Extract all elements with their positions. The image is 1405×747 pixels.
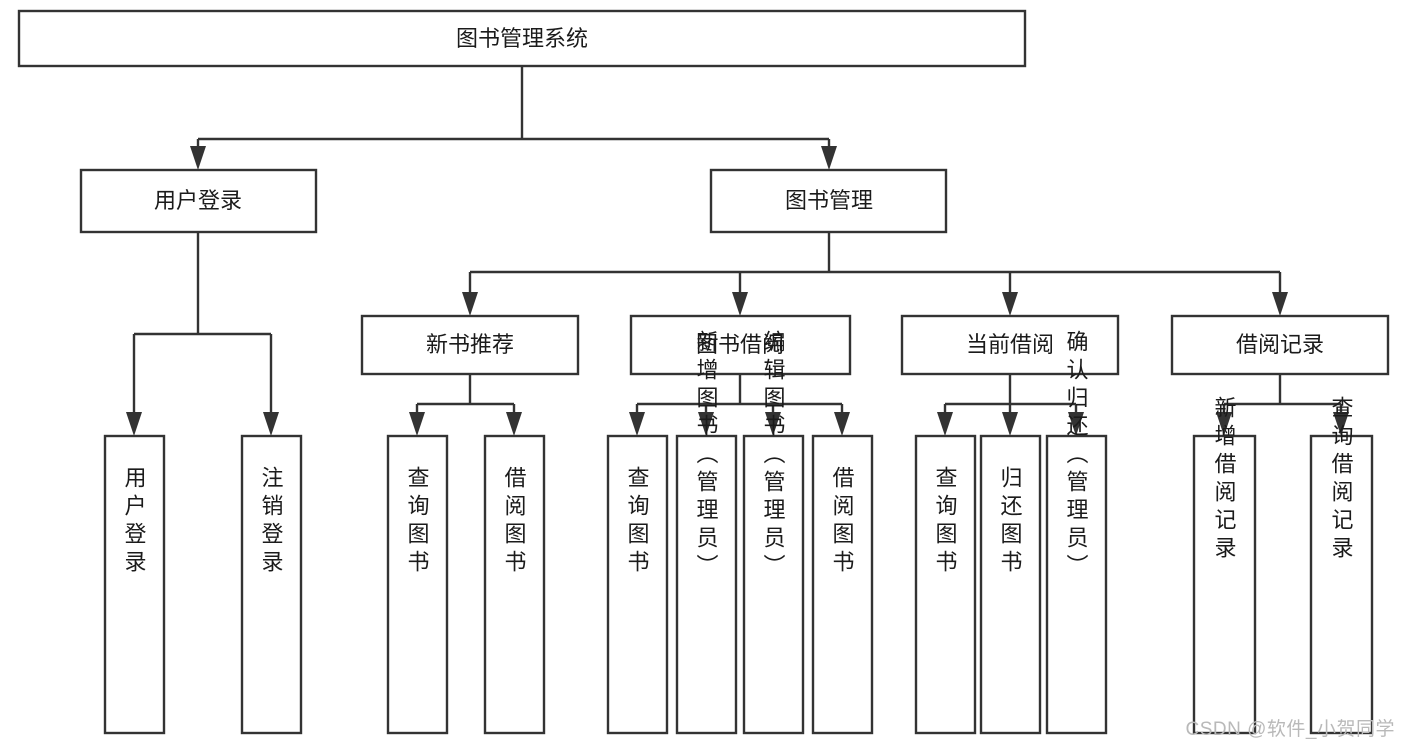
leaf-label-borrow-query: 查询图书 xyxy=(625,466,650,578)
leaf-box-add-book[interactable] xyxy=(675,434,738,735)
node-book-management-box[interactable] xyxy=(709,168,948,234)
leaf-node[interactable]: 用户登录 xyxy=(103,434,166,735)
leaf-node[interactable]: 编辑图书（管理员） xyxy=(742,330,805,735)
arrow-borrow-leaf1 xyxy=(629,412,645,436)
leaf-label-return-book: 归还图书 xyxy=(998,466,1023,578)
arrow-login-leaf2 xyxy=(263,412,279,436)
node-user-login-label: 用户登录 xyxy=(154,188,242,213)
node-new-book-recommend-label: 新书推荐 xyxy=(426,332,514,357)
leaf-box-borrow-book[interactable] xyxy=(811,434,874,735)
node-book-borrow[interactable]: 图书借阅 xyxy=(629,314,852,376)
node-borrow-record[interactable]: 借阅记录 xyxy=(1170,314,1390,376)
leaf-node[interactable]: 借阅图书 xyxy=(483,434,546,735)
leaf-label-borrow-book: 借阅图书 xyxy=(830,466,855,578)
leaf-node[interactable]: 查询图书 xyxy=(914,434,977,735)
node-book-management-label: 图书管理 xyxy=(785,188,873,213)
leaf-box-return-book[interactable] xyxy=(979,434,1042,735)
leaf-label-user-login: 用户登录 xyxy=(122,466,147,578)
arrow-bookmgmt-to-newbook xyxy=(462,292,478,316)
leaf-node[interactable]: 查询图书 xyxy=(386,434,449,735)
leaf-label-current-query: 查询图书 xyxy=(933,466,958,578)
arrow-login-leaf1 xyxy=(126,412,142,436)
leaf-box-borrow-query[interactable] xyxy=(606,434,669,735)
leaf-node[interactable]: 查询图书 xyxy=(606,434,669,735)
node-root[interactable]: 图书管理系统 xyxy=(17,9,1027,68)
node-borrow-record-label: 借阅记录 xyxy=(1236,332,1324,357)
leaf-node[interactable]: 注销登录 xyxy=(240,434,303,735)
leaf-box-newbook-borrow[interactable] xyxy=(483,434,546,735)
leaf-box-user-login[interactable] xyxy=(103,434,166,735)
node-borrow-record-box[interactable] xyxy=(1170,314,1390,376)
node-new-book-recommend-box[interactable] xyxy=(360,314,580,376)
leaf-box-confirm-return[interactable] xyxy=(1045,434,1108,735)
arrow-bookmgmt-to-record xyxy=(1272,292,1288,316)
arrow-newbook-leaf1 xyxy=(409,412,425,436)
arrow-root-to-login xyxy=(190,146,206,170)
node-root-box[interactable] xyxy=(17,9,1027,68)
arrow-current-leaf3 xyxy=(1068,412,1084,436)
node-new-book-recommend[interactable]: 新书推荐 xyxy=(360,314,580,376)
arrow-current-leaf2 xyxy=(1002,412,1018,436)
node-book-borrow-box[interactable] xyxy=(629,314,852,376)
arrow-newbook-leaf2 xyxy=(506,412,522,436)
arrow-record-leaf2 xyxy=(1333,412,1349,436)
connectors xyxy=(126,66,1349,436)
arrow-current-leaf1 xyxy=(937,412,953,436)
leaf-label-newbook-query: 查询图书 xyxy=(405,466,430,578)
leaf-node[interactable]: 确认归还（管理员） xyxy=(1045,330,1108,735)
node-book-borrow-label: 图书借阅 xyxy=(696,332,784,357)
arrow-root-to-bookmgmt xyxy=(821,146,837,170)
csdn-watermark: CSDN @软件_小贺同学 xyxy=(1185,719,1395,740)
leaf-box-newbook-query[interactable] xyxy=(386,434,449,735)
leaf-box-query-record[interactable] xyxy=(1309,434,1374,735)
node-current-borrow-box[interactable] xyxy=(900,314,1120,376)
node-book-management[interactable]: 图书管理 xyxy=(709,168,948,234)
leaf-label-confirm-return: 确认归还（管理员） xyxy=(1064,330,1089,582)
arrow-borrow-leaf3 xyxy=(765,412,781,436)
leaf-label-query-record: 查询借阅记录 xyxy=(1329,396,1354,564)
leaf-box-logout[interactable] xyxy=(240,434,303,735)
leaf-node[interactable]: 查询借阅记录 xyxy=(1309,396,1374,735)
arrow-borrow-leaf2 xyxy=(698,412,714,436)
arrow-bookmgmt-to-current xyxy=(1002,292,1018,316)
leaf-label-add-record: 新增借阅记录 xyxy=(1212,396,1237,564)
leaf-label-newbook-borrow: 借阅图书 xyxy=(502,466,527,578)
node-current-borrow[interactable]: 当前借阅 xyxy=(900,314,1120,376)
leaf-box-add-record[interactable] xyxy=(1192,434,1257,735)
leaf-label-add-book: 新增图书（管理员） xyxy=(694,330,719,582)
leaf-node[interactable]: 归还图书 xyxy=(979,434,1042,735)
node-user-login-box[interactable] xyxy=(79,168,318,234)
leaf-label-logout: 注销登录 xyxy=(259,466,284,578)
arrow-bookmgmt-to-borrow xyxy=(732,292,748,316)
node-user-login[interactable]: 用户登录 xyxy=(79,168,318,234)
arrow-borrow-leaf4 xyxy=(834,412,850,436)
leaf-box-edit-book[interactable] xyxy=(742,434,805,735)
leaf-node[interactable]: 新增借阅记录 xyxy=(1192,396,1257,735)
node-current-borrow-label: 当前借阅 xyxy=(966,332,1054,357)
leaf-label-edit-book: 编辑图书（管理员） xyxy=(761,330,786,582)
leaf-node[interactable]: 新增图书（管理员） xyxy=(675,330,738,735)
node-root-label: 图书管理系统 xyxy=(456,26,588,51)
leaf-box-current-query[interactable] xyxy=(914,434,977,735)
leaf-node[interactable]: 借阅图书 xyxy=(811,434,874,735)
arrow-record-leaf1 xyxy=(1216,412,1232,436)
